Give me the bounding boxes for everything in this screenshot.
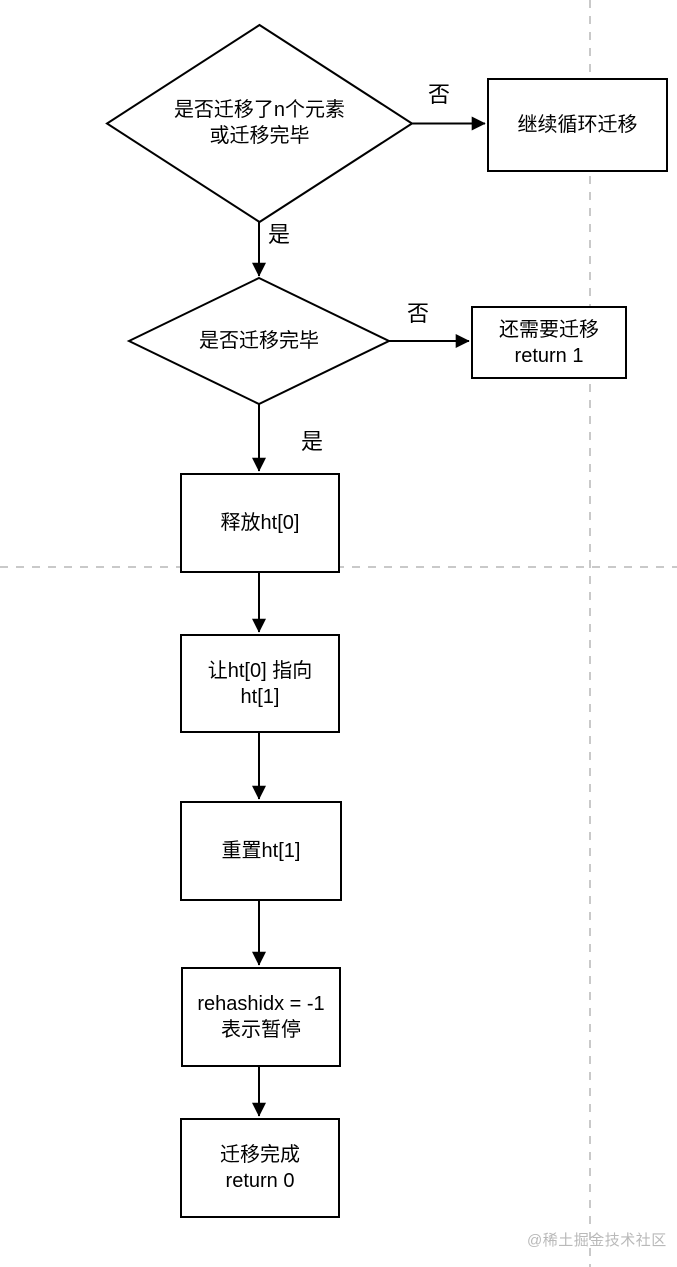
- decision1-diamond-shape: [105, 23, 414, 224]
- node-rehashidx-pause: rehashidx = -1 表示暂停: [181, 967, 341, 1067]
- edge-label-decision1-yes: 是: [267, 222, 292, 247]
- node-text-line: return 1: [514, 344, 584, 367]
- node-migration-complete-return0: 迁移完成 return 0: [180, 1118, 340, 1218]
- node-text-line: rehashidx = -1: [197, 993, 325, 1015]
- node-text-line: 继续循环迁移: [517, 114, 638, 136]
- edge-label-decision1-no: 否: [427, 82, 452, 107]
- node-text-line: ht[1]: [240, 685, 280, 708]
- node-text-line: 释放ht[0]: [220, 512, 300, 534]
- node-text-line: 重置ht[1]: [221, 840, 301, 862]
- node-point-ht0-to-ht1: 让ht[0] 指向 ht[1]: [180, 634, 340, 733]
- node-text-line: return 0: [225, 1170, 295, 1192]
- node-text-line: 迁移完成: [220, 1144, 300, 1166]
- node-need-migrate-return1: 还需要迁移 return 1: [471, 306, 627, 379]
- node-reset-ht1: 重置ht[1]: [180, 801, 342, 901]
- juejin-watermark: @稀土掘金技术社区: [527, 1232, 667, 1249]
- node-text-line: 让ht[0] 指向: [207, 659, 313, 682]
- node-text-line: 还需要迁移: [499, 318, 599, 341]
- decision2-diamond-shape: [126, 276, 392, 406]
- edge-label-decision2-no: 否: [406, 301, 431, 326]
- edge-label-decision2-yes: 是: [300, 429, 325, 454]
- node-text-line: 表示暂停: [221, 1019, 301, 1041]
- node-free-ht0: 释放ht[0]: [180, 473, 340, 573]
- node-continue-loop-migration: 继续循环迁移: [487, 78, 668, 172]
